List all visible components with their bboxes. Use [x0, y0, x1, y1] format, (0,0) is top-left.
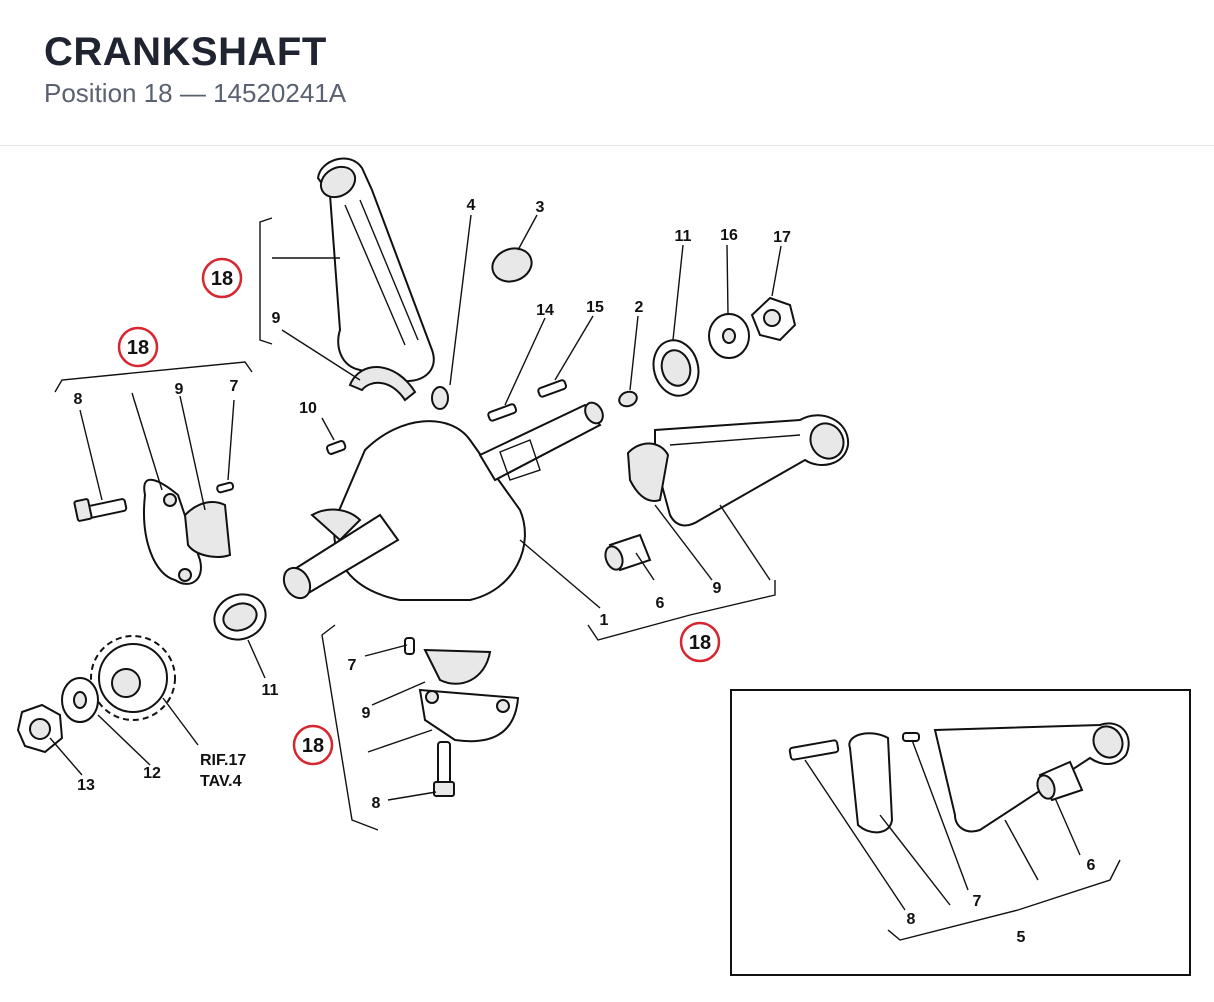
washer-12[interactable]	[61, 677, 99, 723]
nut-13[interactable]	[16, 703, 64, 754]
bearing-cap-left[interactable]	[143, 478, 202, 585]
label-15: 15	[586, 299, 604, 316]
label-11b: 11	[262, 682, 279, 699]
bearing-cap-lower[interactable]	[418, 688, 520, 743]
label-8b: 8	[372, 795, 381, 812]
svg-text:18: 18	[127, 337, 149, 359]
svg-text:18: 18	[211, 268, 233, 290]
gear[interactable]	[90, 635, 176, 721]
washer-16[interactable]	[708, 313, 750, 359]
bolt-lower[interactable]	[433, 741, 455, 797]
bolt-left[interactable]	[73, 498, 128, 522]
label-8a: 8	[74, 391, 83, 408]
label-11a: 11	[675, 228, 692, 245]
bearing-shell-right[interactable]	[626, 442, 670, 502]
ref-label-line2: TAV.4	[200, 773, 242, 790]
svg-text:18: 18	[689, 632, 711, 654]
oil-seal-11-right[interactable]	[648, 335, 705, 400]
callout-18-top[interactable]: 18	[201, 257, 243, 299]
key-15[interactable]	[537, 379, 568, 398]
crankshaft[interactable]	[279, 399, 607, 602]
label-10: 10	[299, 400, 317, 417]
header: CRANKSHAFT Position 18 — 14520241A	[0, 0, 1214, 146]
label-7b: 7	[348, 657, 357, 674]
callout-18-bottom[interactable]: 18	[292, 724, 334, 766]
svg-text:18: 18	[302, 735, 324, 757]
callout-18-left[interactable]: 18	[117, 326, 159, 368]
label-6a: 6	[656, 595, 665, 612]
label-9a: 9	[272, 310, 281, 327]
bushing-6[interactable]	[602, 533, 652, 572]
label-7a: 7	[230, 378, 239, 395]
dowel-pin-left[interactable]	[216, 481, 235, 494]
position-subtitle: Position 18 — 14520241A	[44, 78, 347, 108]
callout-18-right[interactable]: 18	[679, 621, 721, 663]
dowel-pin-lower[interactable]	[404, 637, 415, 655]
exploded-parts-diagram: 18 18 18 18 1 2 3 4 5 6 6 7 7 7 8 8 8 9 …	[16, 157, 1191, 976]
label-16: 16	[720, 227, 738, 244]
label-2: 2	[635, 299, 644, 316]
nut-17[interactable]	[750, 296, 797, 342]
label-6b: 6	[1087, 857, 1096, 874]
bearing-shell-left[interactable]	[183, 501, 232, 558]
label-14: 14	[536, 302, 554, 319]
label-3: 3	[536, 199, 545, 216]
label-5: 5	[1017, 929, 1026, 946]
grub-screw-2[interactable]	[617, 389, 639, 408]
connecting-rod-top[interactable]	[315, 157, 435, 383]
ref-label-line1: RIF.17	[200, 752, 246, 769]
label-9c: 9	[713, 580, 722, 597]
label-17: 17	[773, 229, 791, 246]
label-4: 4	[467, 197, 476, 214]
connecting-rod-right[interactable]	[654, 414, 850, 527]
oil-seal-11-left[interactable]	[208, 587, 272, 646]
label-9d: 9	[362, 705, 371, 722]
label-1: 1	[600, 612, 609, 629]
plug-small[interactable]	[431, 386, 449, 410]
plug-3[interactable]	[488, 243, 537, 287]
part-labels: 1 2 3 4 5 6 6 7 7 7 8 8 8 9 9 9 9 10 11 …	[74, 197, 1096, 946]
page-title: CRANKSHAFT	[44, 30, 327, 74]
dowel-pin-10[interactable]	[326, 440, 347, 455]
label-9b: 9	[175, 381, 184, 398]
label-8c: 8	[907, 911, 916, 928]
label-7c: 7	[973, 893, 982, 910]
bearing-shell-top[interactable]	[348, 366, 417, 402]
bearing-shell-lower[interactable]	[423, 648, 492, 685]
leader-lines	[49, 214, 1121, 941]
key-14[interactable]	[487, 403, 518, 422]
label-12: 12	[143, 765, 161, 782]
label-13: 13	[77, 777, 95, 794]
inset-kit-5	[730, 689, 1191, 976]
